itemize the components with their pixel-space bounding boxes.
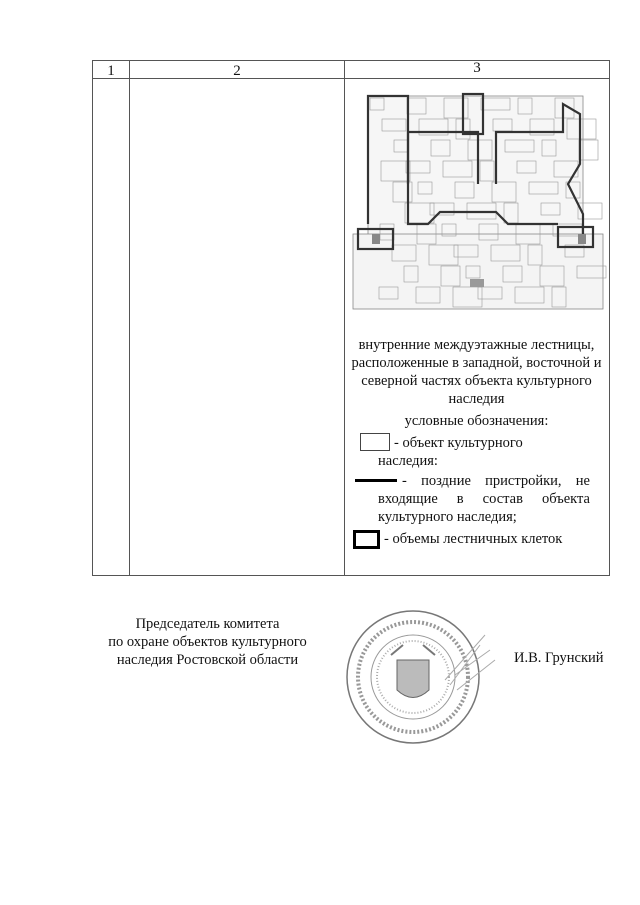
plan-room (441, 223, 457, 237)
plan-room (516, 160, 537, 174)
plan-room (541, 139, 557, 157)
official-seal-stamp (346, 610, 496, 744)
position-line: наследия Ростовской области (116, 652, 299, 668)
plan-room (514, 286, 545, 304)
plan-room (565, 181, 581, 199)
plan-room (528, 181, 559, 195)
plan-room (576, 265, 607, 279)
legend-heritage-object-text: - объект культурного наследия: (378, 435, 523, 469)
position-line: по охране объектов культурного (108, 634, 307, 650)
plan-room (491, 181, 517, 203)
plan-room (429, 202, 455, 216)
legend-staircase-symbol (353, 530, 380, 549)
plan-room (369, 97, 385, 111)
plan-room (539, 265, 565, 287)
plan-room (442, 160, 473, 178)
plan-room (480, 97, 511, 111)
plan-room (465, 265, 481, 279)
content-table: 1 2 3 (92, 60, 610, 576)
plan-room (418, 118, 449, 136)
legend-late-additions-text: - поздние пристройки, не входящие в сост… (378, 473, 590, 525)
plan-room (502, 265, 523, 283)
plan-room (566, 118, 597, 140)
column-header-1: 1 (107, 63, 115, 79)
plan-room (380, 160, 411, 182)
plan-room (477, 286, 503, 300)
plan-room (554, 97, 575, 119)
plan-room (440, 265, 461, 287)
plan-room (540, 202, 561, 216)
plan-room (527, 244, 543, 266)
position-line: Председатель комитета (135, 616, 280, 632)
plan-room (504, 139, 535, 153)
plan-room (415, 286, 441, 304)
plan-room (577, 202, 603, 220)
signatory-name: И.В. Грунский (514, 650, 604, 666)
plan-room (564, 244, 585, 258)
plan-room (405, 160, 431, 174)
plan-room (454, 181, 475, 199)
plan-room (452, 286, 483, 308)
column-divider (344, 61, 345, 575)
plan-room (391, 244, 417, 262)
plan-room (443, 97, 469, 119)
legend-heritage-object-symbol (360, 433, 390, 451)
plan-room (490, 244, 521, 262)
column-divider (129, 61, 130, 575)
column-header-2: 2 (233, 63, 241, 79)
plan-room (529, 118, 555, 136)
plan-room (517, 97, 533, 115)
plan-room (453, 244, 479, 258)
legend-title: условные обозначения: (404, 413, 549, 429)
floor-plan-image (352, 92, 607, 310)
plan-room (430, 139, 451, 157)
signatory-position: Председатель комитета по охране объектов… (95, 615, 320, 669)
header-divider (93, 78, 609, 79)
legend-staircase-text: - объемы лестничных клеток (384, 531, 563, 547)
plan-room (467, 139, 493, 161)
plan-room (378, 286, 399, 300)
plan-room (392, 181, 413, 203)
plan-room (417, 181, 433, 195)
column-header-3: 3 (473, 60, 481, 76)
plan-room (551, 286, 567, 308)
legend-late-additions-symbol (355, 479, 397, 482)
plan-room (381, 118, 407, 132)
plan-room (478, 223, 499, 241)
plan-room (428, 244, 459, 266)
plan-caption: внутренние междуэтажные лестницы, распол… (351, 337, 602, 407)
plan-room (479, 160, 495, 182)
plan-room (403, 265, 419, 283)
